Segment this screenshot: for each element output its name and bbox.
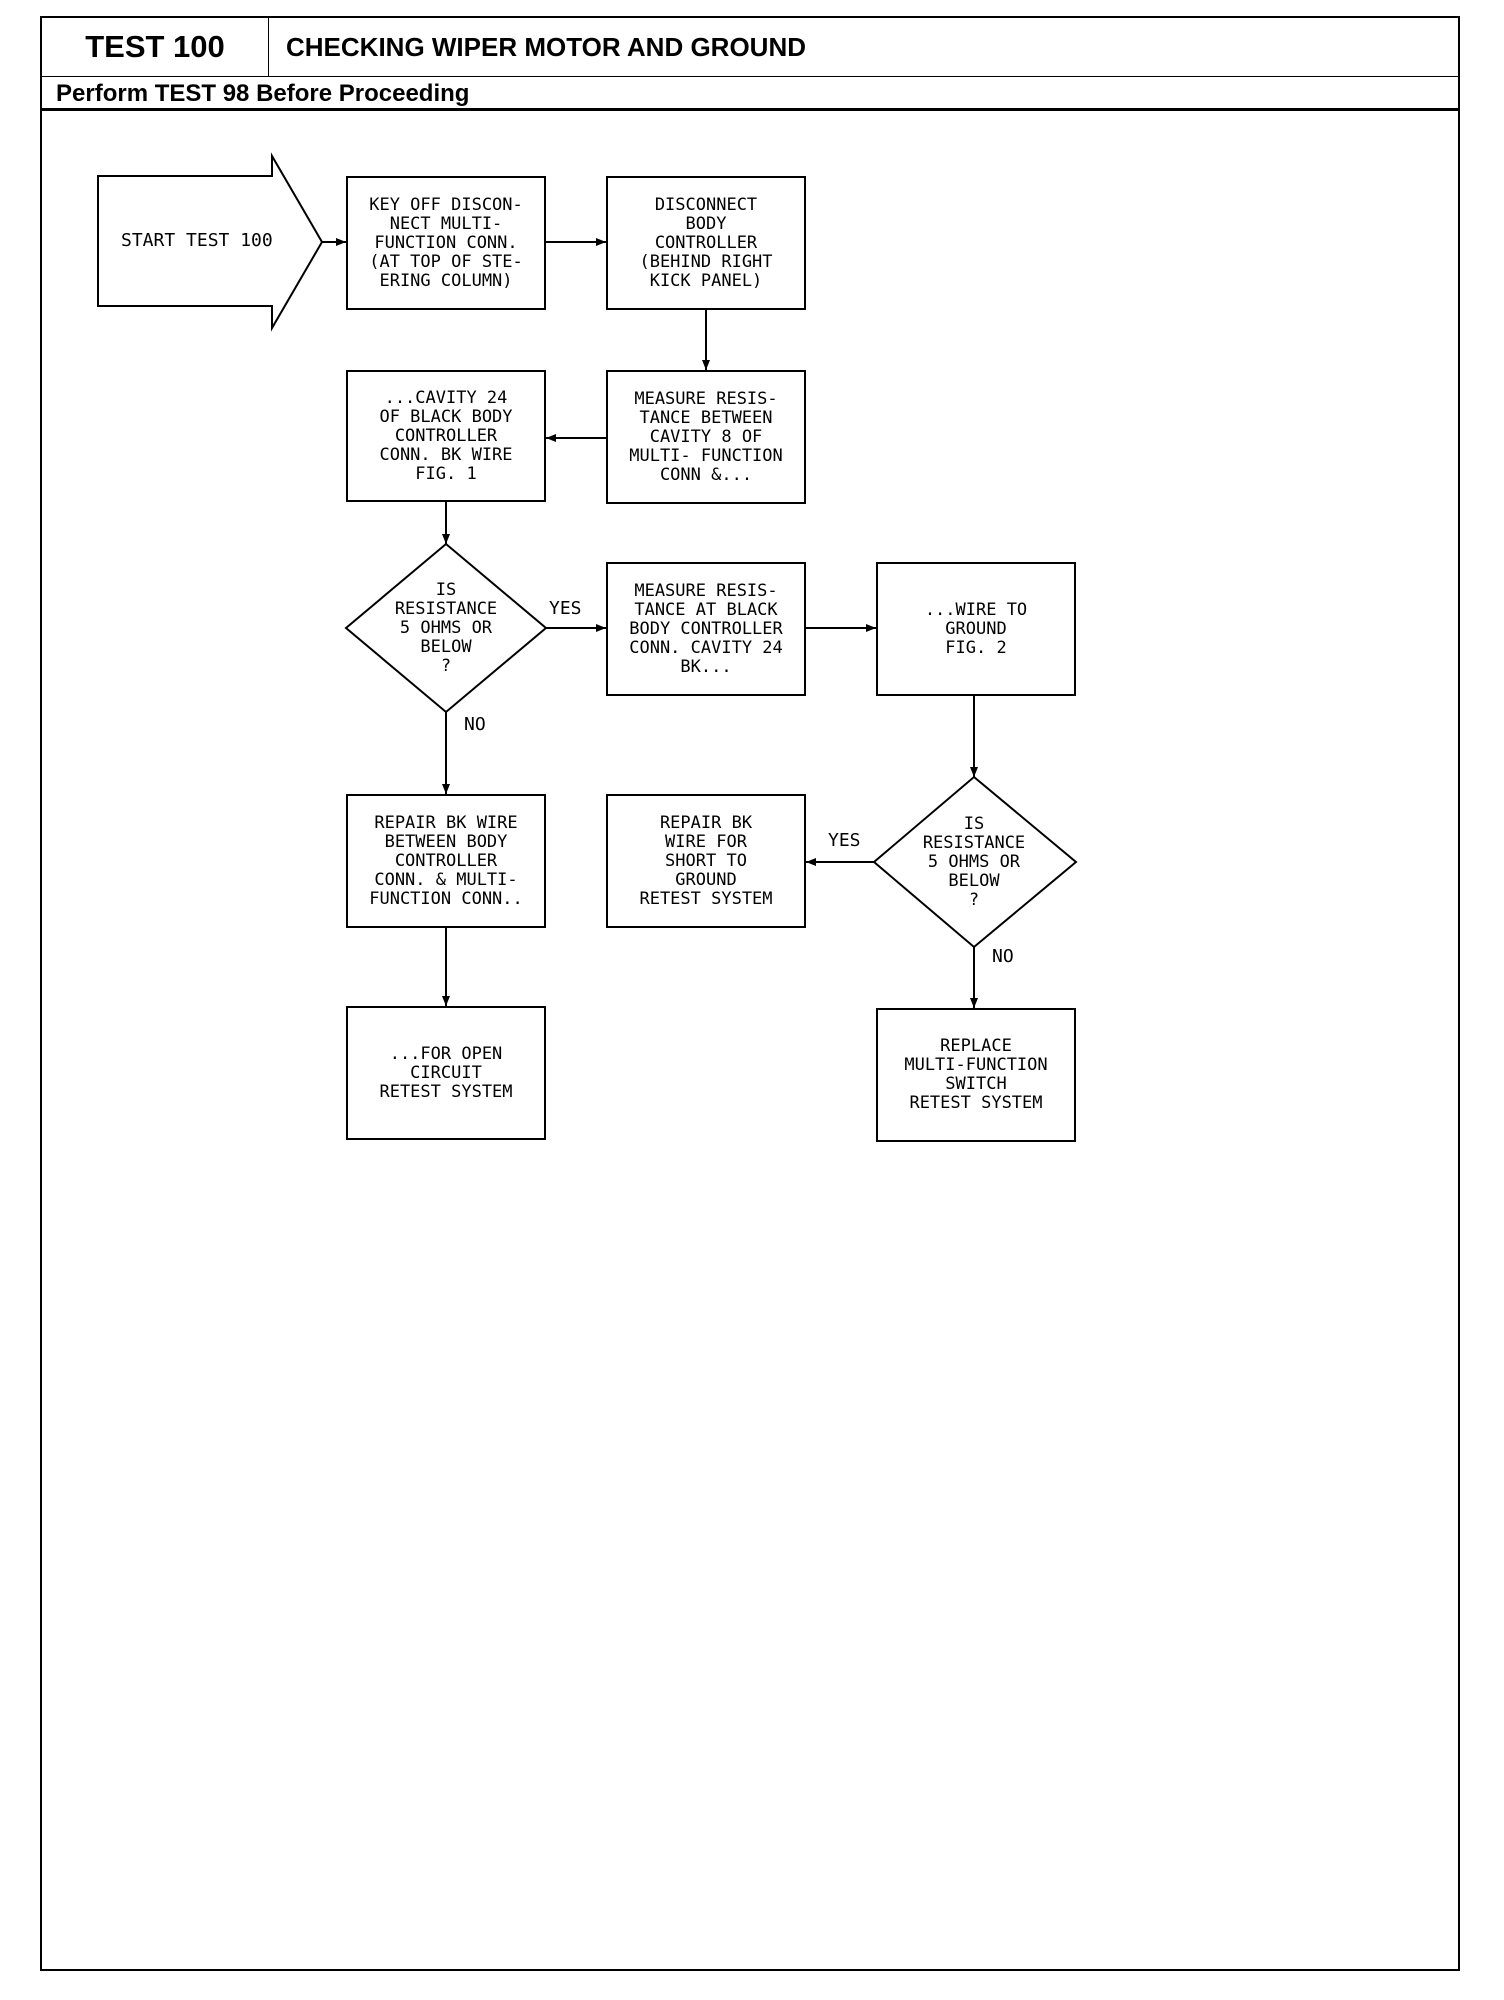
start-label: START TEST 100 xyxy=(121,230,273,251)
start-arrow-shape xyxy=(97,152,324,332)
step-open-circuit: ...FOR OPEN CIRCUIT RETEST SYSTEM xyxy=(346,1006,546,1140)
step-replace-switch: REPLACE MULTI-FUNCTION SWITCH RETEST SYS… xyxy=(876,1008,1076,1142)
step-measure-at-black: MEASURE RESIS- TANCE AT BLACK BODY CONTR… xyxy=(606,562,806,696)
decision-1-text: IS RESISTANCE 5 OHMS OR BELOW ? xyxy=(394,579,498,676)
decision-2-yes-label: YES xyxy=(828,830,861,851)
test-number: TEST 100 xyxy=(42,18,269,76)
decision-1-yes-label: YES xyxy=(549,598,582,619)
prerequisite-note: Perform TEST 98 Before Proceeding xyxy=(42,77,1458,111)
step-measure-between: MEASURE RESIS- TANCE BETWEEN CAVITY 8 OF… xyxy=(606,370,806,504)
decision-2-no-label: NO xyxy=(992,946,1014,967)
step-repair-bk-between: REPAIR BK WIRE BETWEEN BODY CONTROLLER C… xyxy=(346,794,546,928)
header-row: TEST 100 CHECKING WIPER MOTOR AND GROUND xyxy=(42,18,1458,77)
test-title: CHECKING WIPER MOTOR AND GROUND xyxy=(286,32,806,62)
step-repair-short: REPAIR BK WIRE FOR SHORT TO GROUND RETES… xyxy=(606,794,806,928)
step-disconnect-body-controller: DISCONNECT BODY CONTROLLER (BEHIND RIGHT… xyxy=(606,176,806,310)
page-frame: TEST 100 CHECKING WIPER MOTOR AND GROUND… xyxy=(40,16,1460,1971)
decision-1-no-label: NO xyxy=(464,714,486,735)
step-key-off: KEY OFF DISCON- NECT MULTI- FUNCTION CON… xyxy=(346,176,546,310)
decision-2-text: IS RESISTANCE 5 OHMS OR BELOW ? xyxy=(922,813,1026,910)
step-wire-to-ground: ...WIRE TO GROUND FIG. 2 xyxy=(876,562,1076,696)
step-cavity-24: ...CAVITY 24 OF BLACK BODY CONTROLLER CO… xyxy=(346,370,546,502)
